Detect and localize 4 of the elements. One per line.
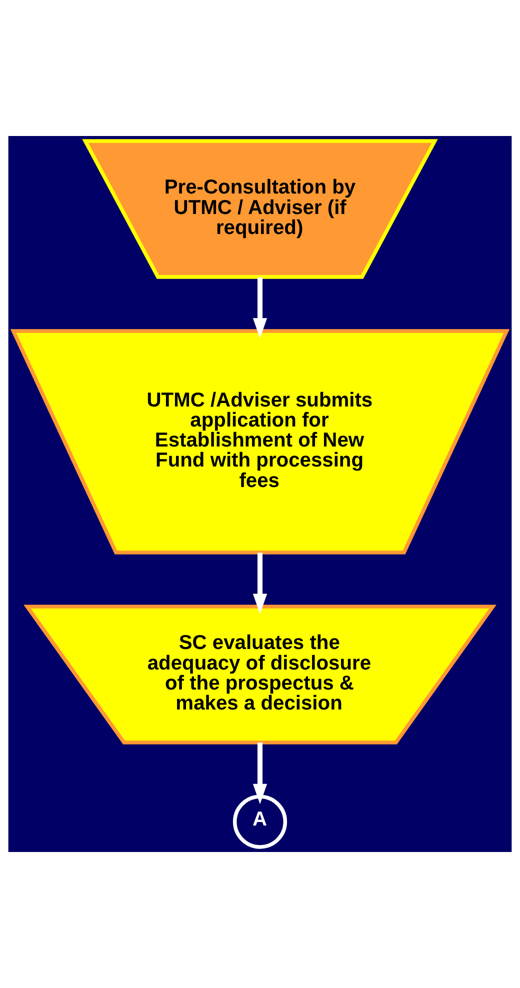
arrow bbox=[252, 552, 268, 614]
arrow bbox=[252, 277, 268, 338]
node-circle: A bbox=[232, 794, 288, 849]
arrow bbox=[252, 742, 268, 804]
